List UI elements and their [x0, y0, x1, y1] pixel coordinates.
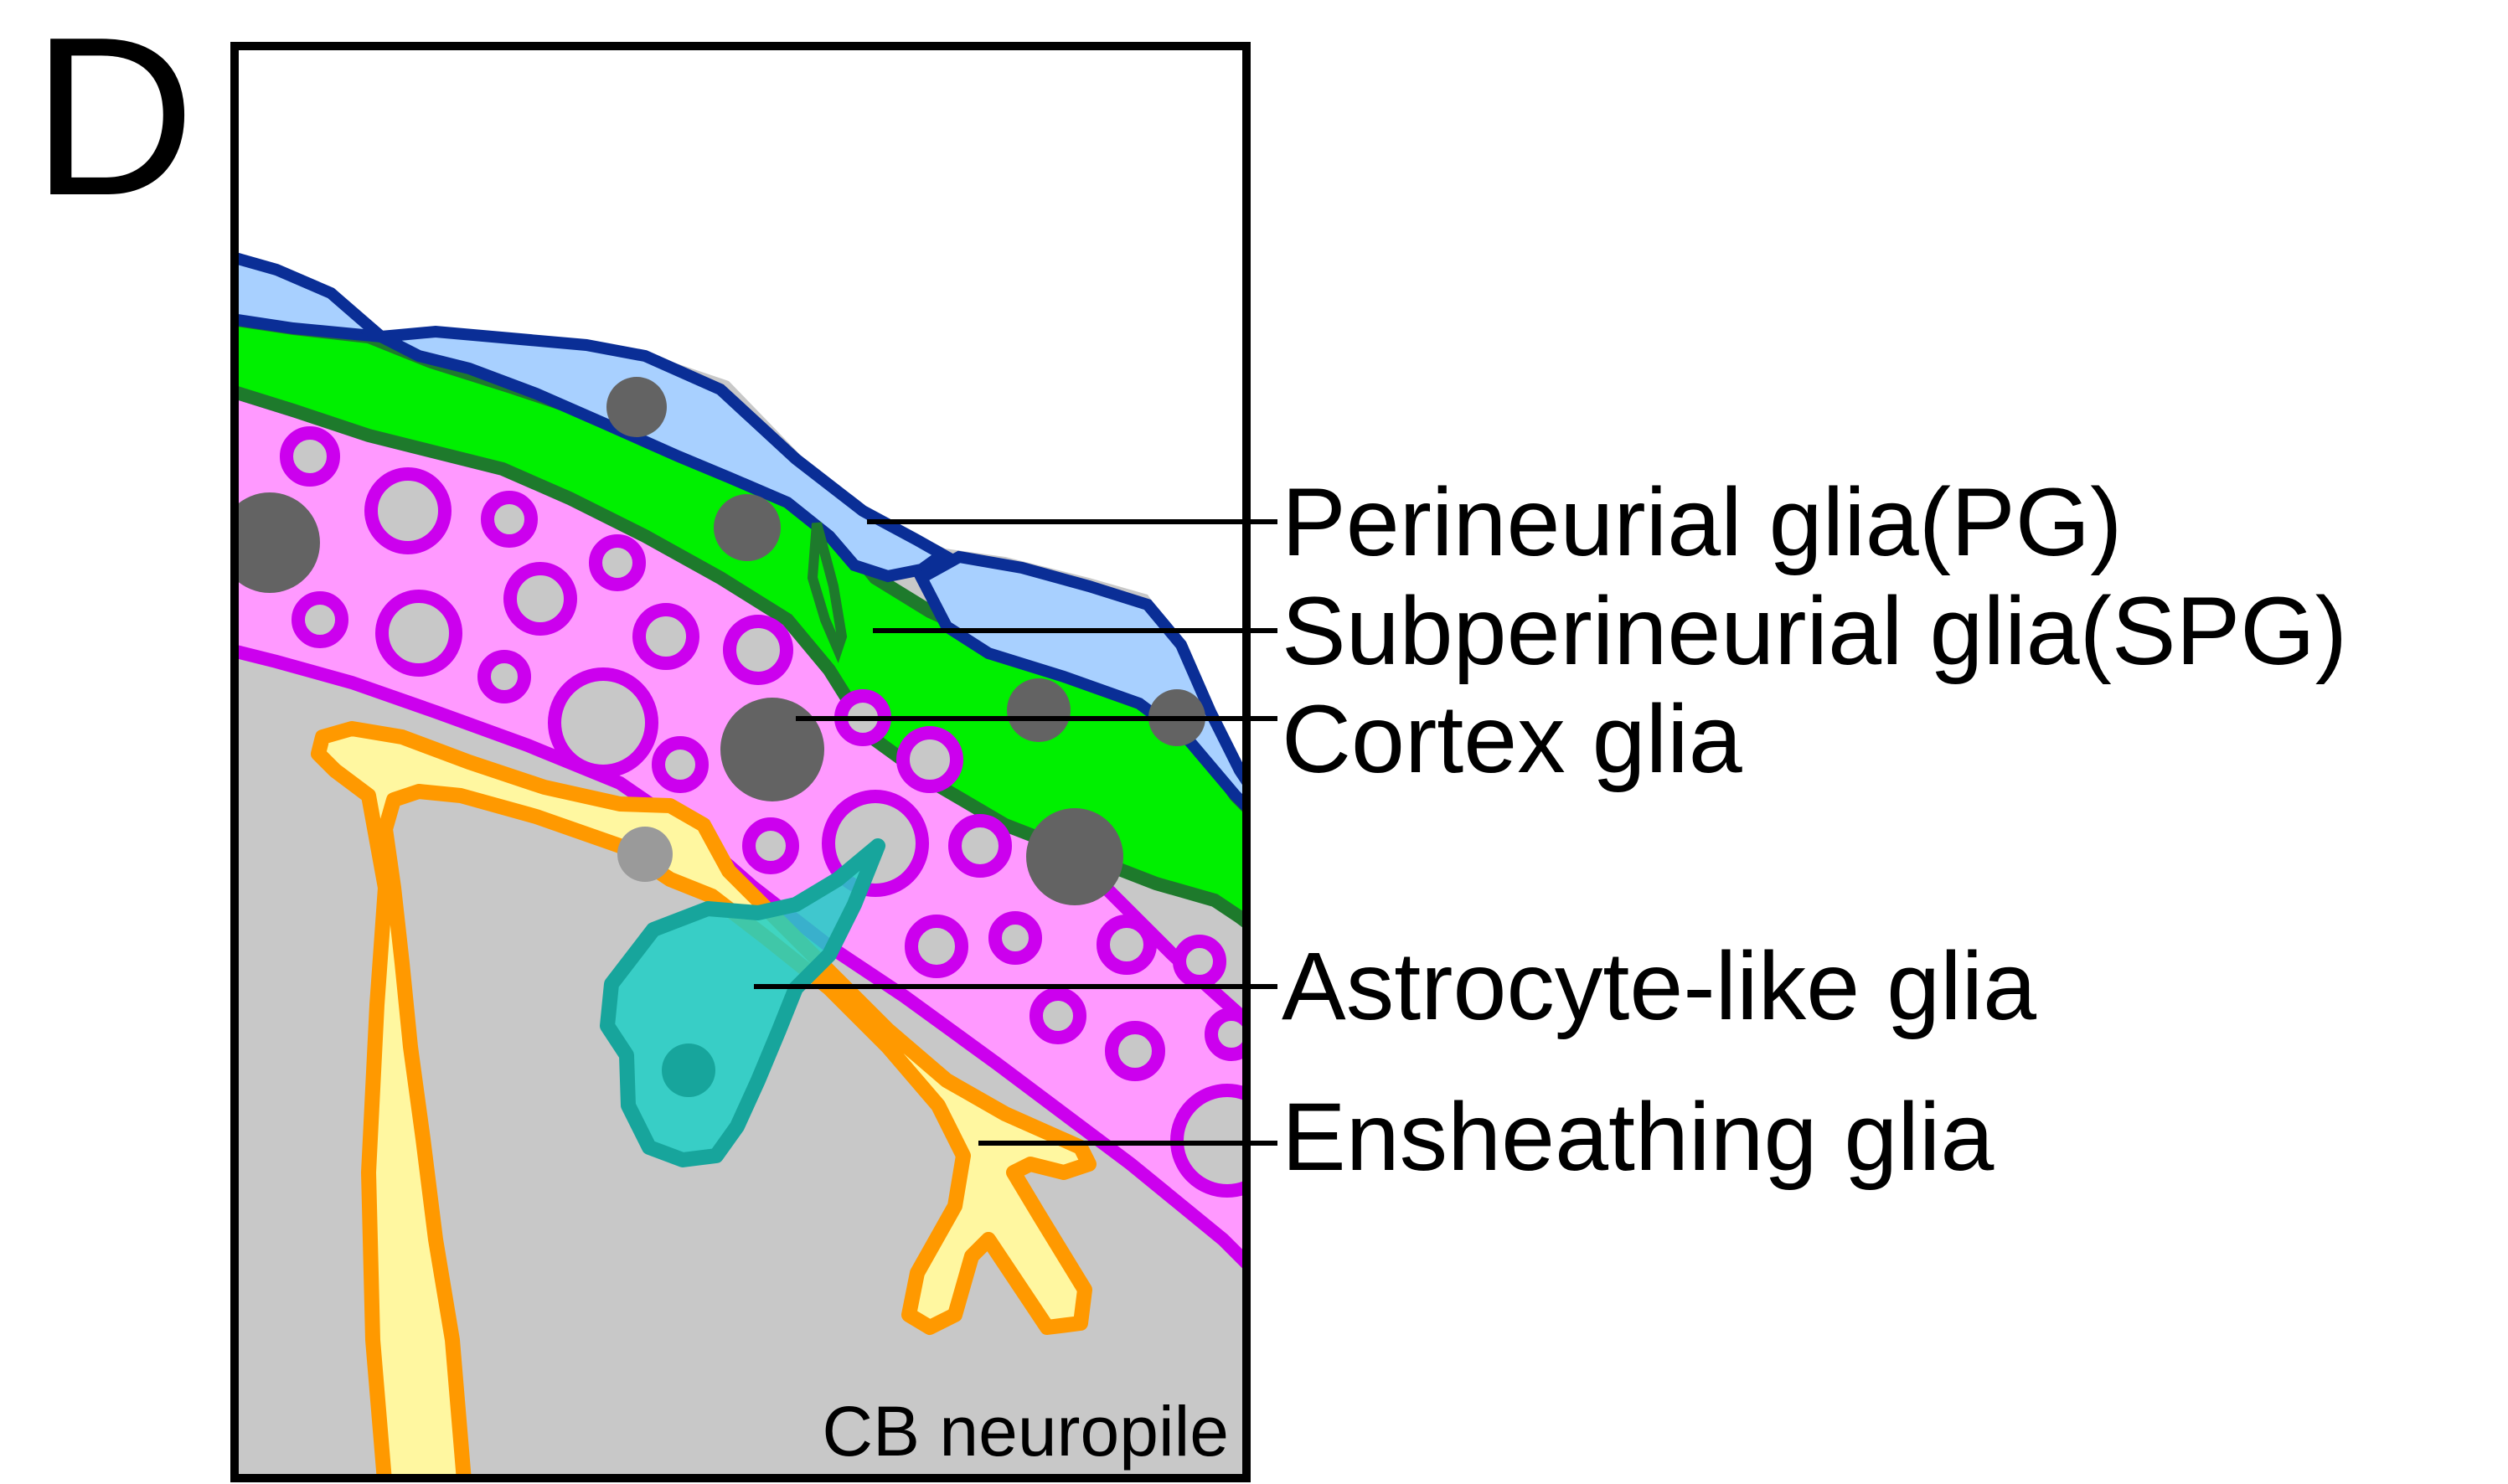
label-perineurial-glia: Perineurial glia(PG) [1282, 469, 2122, 576]
tissue-layers [219, 38, 1277, 1484]
panel-letter: D [32, 0, 195, 243]
ensheathing-nucleus [617, 827, 673, 882]
subperineurial-nucleus [714, 494, 781, 561]
label-astrocyte-like-glia: Astrocyte-like glia [1282, 933, 2036, 1040]
label-ensheathing-glia: Ensheathing glia [1282, 1084, 1994, 1191]
cortex-nucleus-center [720, 698, 824, 801]
label-subperineurial-glia: Subperineurial glia(SPG) [1282, 578, 2347, 685]
neuropile-label: CB neuropile [822, 1392, 1229, 1471]
astrocyte-nucleus [662, 1043, 715, 1097]
cortex-nucleus-right [1026, 808, 1123, 905]
perineurial-nucleus [606, 377, 667, 437]
label-cortex-glia: Cortex glia [1282, 686, 1742, 793]
perineurial-nucleus-right [1007, 678, 1071, 742]
